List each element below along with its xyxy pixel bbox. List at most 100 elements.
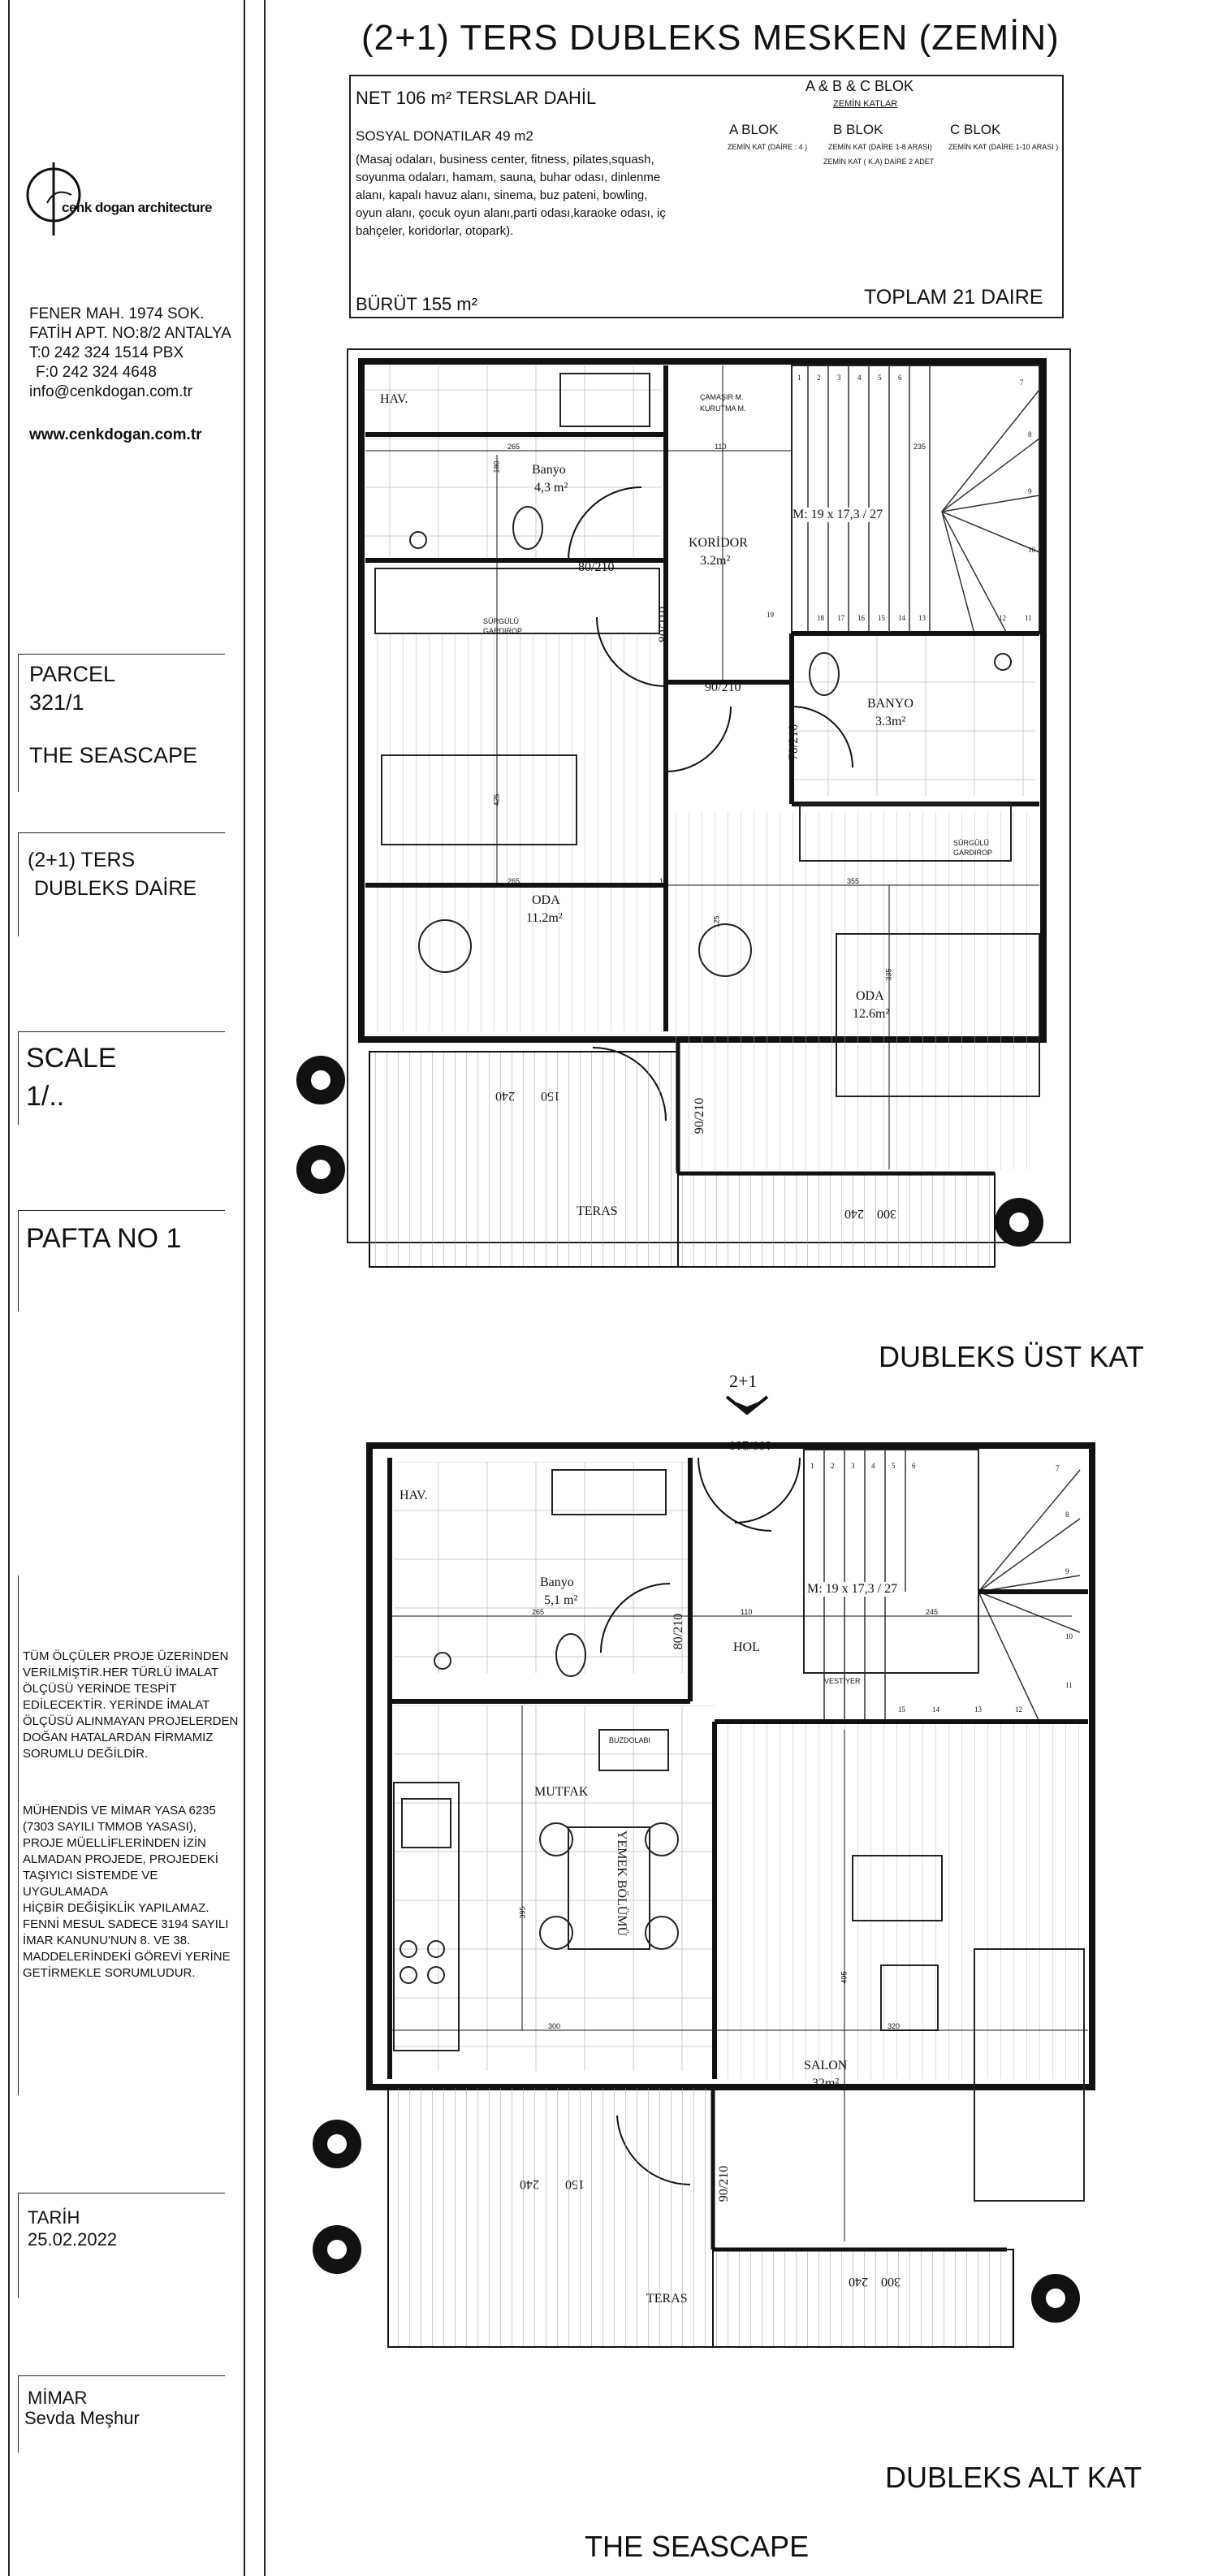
stair-step-number: 5 <box>892 1462 896 1470</box>
info-box: NET 106 m² TERSLAR DAHİL SOSYAL DONATILA… <box>349 75 1064 318</box>
door-size: 100/210 <box>729 1438 772 1452</box>
dimension: 235 <box>914 443 926 451</box>
website-link[interactable]: www.cenkdogan.com.tr <box>29 426 202 443</box>
room-label-bathroom-2: BANYO <box>867 697 914 711</box>
wardrobe-label: GARDIROP <box>953 849 993 857</box>
block-a: A BLOK <box>729 122 779 137</box>
fridge-label: BUZDOLABI <box>609 1736 651 1744</box>
notice-line: TAŞIYICI SİSTEMDE VE UYGULAMADA <box>23 1869 158 1899</box>
gross-area: BÜRÜT 155 m² <box>356 294 477 314</box>
logo-text: cenk dogan architecture <box>62 200 213 215</box>
stair-step-number: 7 <box>1020 378 1024 387</box>
stair-step-number: 8 <box>1028 430 1032 439</box>
block-c-note: ZEMİN KAT (DAİRE 1-10 ARASI ) <box>948 143 1059 151</box>
total-units: TOPLAM 21 DAIRE <box>864 286 1043 309</box>
notice-block-2: MÜHENDİS VE MİMAR YASA 6235 (7303 SAYILI… <box>23 1803 242 1982</box>
stair-step-number: 12 <box>1015 1705 1022 1714</box>
unit-type-line2: DUBLEKS DAİRE <box>34 877 197 900</box>
door-size: 80/210 <box>578 560 615 574</box>
stair-step-number: 11 <box>1065 1681 1073 1689</box>
stair-step-number: 7 <box>1056 1464 1060 1472</box>
room-area-living: 32m² <box>812 2077 840 2090</box>
social-line: bahçeler, koridorlar, otopark). <box>356 224 514 238</box>
stair-step-number: 17 <box>837 614 844 622</box>
dimension: 265 <box>508 877 520 885</box>
block-a-note: ZEMİN KAT (DAİRE : 4 ) <box>728 143 808 151</box>
room-area-corridor: 3.2m² <box>700 554 731 568</box>
notice-line: GETİRMEKLE SORUMLUDUR. <box>23 1966 196 1980</box>
notice-line: ALMADAN PROJEDE, PROJEDEKİ <box>23 1852 218 1866</box>
notice-line: HİÇBİR DEĞİŞİKLİK YAPILAMAZ. <box>23 1901 209 1915</box>
notice-line: MADDELERİNDEKİ GÖREVİ YERİNE <box>23 1950 231 1964</box>
notice-block-1: TÜM ÖLÇÜLER PROJE ÜZERİNDEN VERİLMİŞTİR.… <box>23 1649 242 1762</box>
stair-spec: M: 19 x 17,3 / 27 <box>793 508 883 522</box>
architect-name: Sevda Meşhur <box>24 2408 140 2428</box>
dimension: 300 <box>548 2022 561 2030</box>
laundry-label: ÇAMAŞIR M. <box>700 393 744 401</box>
dimension: 10 <box>659 877 668 885</box>
sheet-number: PAFTA NO 1 <box>26 1223 182 1254</box>
stair-step-number: 13 <box>918 614 926 622</box>
stair-step-number: 12 <box>999 614 1006 622</box>
stair-step-number: 3 <box>851 1462 855 1470</box>
stair-step-number: 19 <box>767 611 774 619</box>
social-list: (Masaj odaları, business center, fitness… <box>356 151 713 240</box>
dimension: 395 <box>518 1906 527 1919</box>
stair-step-number: 13 <box>974 1705 982 1714</box>
logo-mark-icon <box>26 162 81 236</box>
stair-step-number: 6 <box>898 374 902 382</box>
notice-line: FENNİ MESUL SADECE 3194 SAYILI <box>23 1917 229 1931</box>
room-area-bathroom-2: 3.3m² <box>875 715 906 728</box>
scale-label: SCALE <box>26 1043 117 1074</box>
room-label-hall: HOL <box>733 1640 760 1654</box>
room-area-bedroom-1: 11.2m² <box>526 911 563 925</box>
stair-step-number: 10 <box>1065 1632 1073 1640</box>
notice-line: TÜM ÖLÇÜLER PROJE ÜZERİNDEN <box>23 1649 229 1663</box>
upper-plan-drawing <box>296 348 1071 1268</box>
stair-spec: M: 19 x 17,3 / 27 <box>807 1582 898 1597</box>
stair-step-number: 4 <box>871 1462 875 1470</box>
phone-line: T:0 242 324 1514 PBX <box>29 344 184 361</box>
wardrobe-label: GARDIROP <box>483 627 523 635</box>
stair-step-number: 10 <box>1028 546 1035 554</box>
stair-step-number: 6 <box>912 1462 916 1470</box>
address-block: FENER MAH. 1974 SOK. FATİH APT. NO:8/2 A… <box>29 305 240 402</box>
room-label-hav: HAV. <box>380 392 408 406</box>
email-link[interactable]: info@cenkdogan.com.tr <box>29 383 192 400</box>
stair-step-number: 9 <box>1028 487 1032 495</box>
date-value: 25.02.2022 <box>28 2229 118 2250</box>
stair-step-number: 9 <box>1065 1567 1069 1575</box>
stair-step-number: 11 <box>1025 614 1032 622</box>
dimension: 355 <box>847 877 860 885</box>
notice-line: EDİLECEKTİR. YERİNDE İMALAT <box>23 1698 210 1712</box>
notice-line: PROJE MÜELLİFLERİNDEN İZİN <box>23 1836 206 1850</box>
social-line: soyunma odaları, hamam, sauna, buhar oda… <box>356 171 661 184</box>
footer-title: THE SEASCAPE <box>585 2530 810 2563</box>
dimension: 245 <box>926 1608 939 1616</box>
stair-step-number: 2 <box>817 374 821 382</box>
lower-plan-drawing <box>313 1395 1095 2348</box>
net-area: NET 106 m² TERSLAR DAHİL <box>356 88 597 108</box>
wardrobe-label: SÜRGÜLÜ <box>953 839 990 847</box>
stair-step-number: 1 <box>797 374 801 382</box>
door-size: 80/210 <box>672 1613 686 1650</box>
stair-step-number: 1 <box>810 1462 814 1470</box>
plan-caption: DUBLEKS ALT KAT <box>885 2461 1142 2494</box>
architect-label: MİMAR <box>28 2388 88 2408</box>
stair-step-number: 18 <box>817 614 824 622</box>
room-label-terrace: TERAS <box>646 2292 688 2306</box>
social-line: oyun alanı, çocuk oyun alanı,parti odası… <box>356 206 666 220</box>
door-size: 90/210 <box>705 681 741 694</box>
stair-step-number: 2 <box>831 1462 835 1470</box>
upper-floor-plan: HAV. Banyo 4,3 m² KORİDOR 3.2m² BANYO 3.… <box>296 348 1144 1373</box>
address-line: FENER MAH. 1974 SOK. <box>29 305 205 322</box>
dressing-label: VESTİYER <box>824 1677 861 1685</box>
dryer-label: KURUTMA M. <box>700 404 746 413</box>
stair-step-number: 15 <box>878 614 885 622</box>
notice-line: DOĞAN HATALARDAN FİRMAMIZ <box>23 1731 214 1744</box>
stair-step-number: 8 <box>1065 1511 1069 1519</box>
social-line: alanı, kapalı havuz alanı, sinema, buz p… <box>356 188 648 202</box>
room-label-bedroom-1: ODA <box>532 893 560 907</box>
date-label: TARİH <box>28 2207 80 2228</box>
notice-line: İMAR KANUNU'NUN 8. VE 38. <box>23 1934 191 1947</box>
